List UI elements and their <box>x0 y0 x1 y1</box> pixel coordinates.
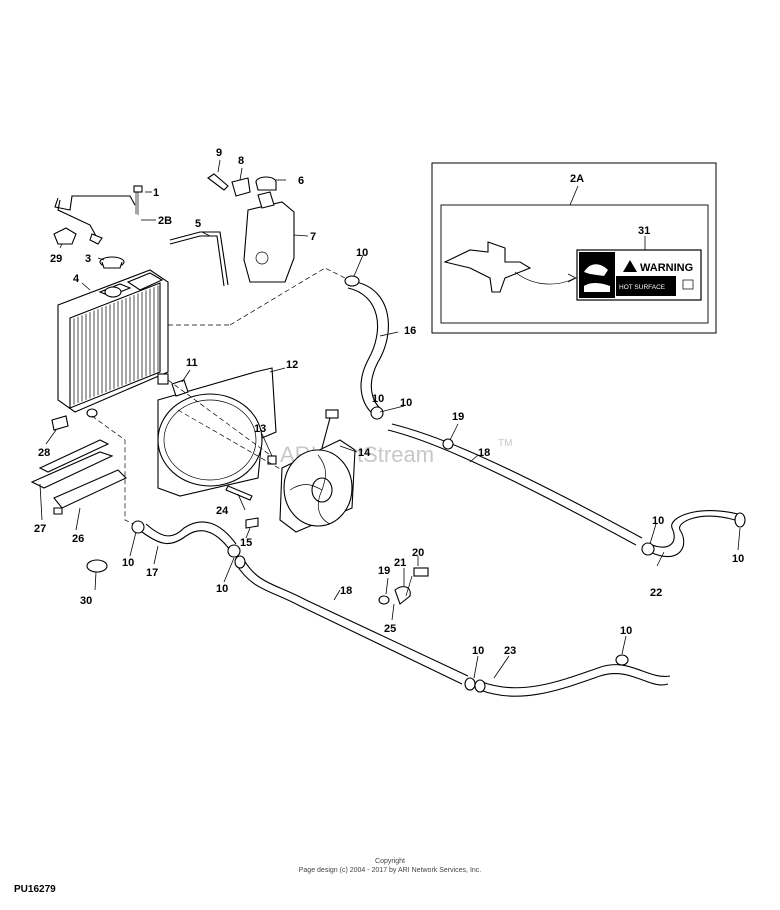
callout-16: 16 <box>404 325 416 337</box>
callout-6: 6 <box>298 175 304 187</box>
callout-19-upper: 19 <box>452 411 464 423</box>
plug-30 <box>86 559 108 573</box>
fan-shroud <box>157 367 277 497</box>
callout-24: 24 <box>216 505 229 517</box>
callout-26: 26 <box>72 533 84 545</box>
callout-3: 3 <box>85 253 91 265</box>
callout-10-d: 10 <box>732 553 744 565</box>
callout-10-e: 10 <box>122 557 134 569</box>
callout-20: 20 <box>412 547 424 559</box>
wire-24 <box>225 485 253 501</box>
hose-23 <box>474 654 671 697</box>
callout-13: 13 <box>254 423 266 435</box>
callout-27: 27 <box>34 523 46 535</box>
callout-10-g: 10 <box>472 645 484 657</box>
warning-text: HOT SURFACE <box>619 284 666 291</box>
radiator <box>57 269 169 418</box>
callout-10-h: 10 <box>620 625 632 637</box>
watermark-tm: TM <box>498 438 512 449</box>
clip-29 <box>53 227 77 245</box>
callout-5: 5 <box>195 218 201 230</box>
bolt-1 <box>133 185 143 215</box>
footer-copyright: Copyright <box>375 858 405 865</box>
callout-9: 9 <box>216 147 222 159</box>
callout-10-c: 10 <box>652 515 664 527</box>
callout-19-lower: 19 <box>378 565 390 577</box>
callout-15: 15 <box>240 537 252 549</box>
callout-10-i: 10 <box>372 393 384 405</box>
overflow-tube <box>54 195 229 287</box>
bracket-8 <box>231 177 251 197</box>
callout-28: 28 <box>38 447 50 459</box>
callout-18-lower: 18 <box>340 585 352 597</box>
hose-22 <box>641 510 746 558</box>
callout-2b: 2B <box>158 215 172 227</box>
warning-decal: WARNING HOT SURFACE <box>576 249 702 301</box>
callout-18-upper: 18 <box>478 447 490 459</box>
callout-10-a: 10 <box>356 247 368 259</box>
bolt-15 <box>245 517 259 529</box>
callout-17: 17 <box>146 567 158 579</box>
callout-12: 12 <box>286 359 298 371</box>
bolt-9 <box>207 173 229 191</box>
callout-7: 7 <box>310 231 316 243</box>
callout-31: 31 <box>638 225 650 237</box>
callout-25: 25 <box>384 623 396 635</box>
callout-14: 14 <box>358 447 371 459</box>
callout-22: 22 <box>650 587 662 599</box>
callout-21: 21 <box>394 557 406 569</box>
bolt-assembly <box>378 567 429 605</box>
callout-29: 29 <box>50 253 62 265</box>
callout-30: 30 <box>80 595 92 607</box>
electric-fan <box>279 409 356 533</box>
callout-1: 1 <box>153 187 159 199</box>
callout-11: 11 <box>186 357 198 369</box>
hose-18-upper <box>387 423 643 546</box>
callout-4: 4 <box>73 273 80 285</box>
figure-id: PU16279 <box>14 884 56 895</box>
warning-title: WARNING <box>640 262 693 274</box>
inset-2a: WARNING HOT SURFACE <box>431 162 717 334</box>
hose-18-lower <box>234 555 476 691</box>
callout-23: 23 <box>504 645 516 657</box>
footer-page-design: Page design (c) 2004 - 2017 by ARI Netwo… <box>298 867 482 874</box>
radiator-cap <box>99 256 125 269</box>
hose-16 <box>344 275 389 420</box>
coolant-bottle <box>243 176 295 283</box>
callout-10-f: 10 <box>216 583 228 595</box>
callout-8: 8 <box>238 155 244 167</box>
seal-strips <box>30 415 127 515</box>
leader-lines <box>39 159 741 679</box>
callout-2a: 2A <box>570 173 584 185</box>
hose-17 <box>131 520 241 558</box>
callout-10-b: 10 <box>400 397 412 409</box>
